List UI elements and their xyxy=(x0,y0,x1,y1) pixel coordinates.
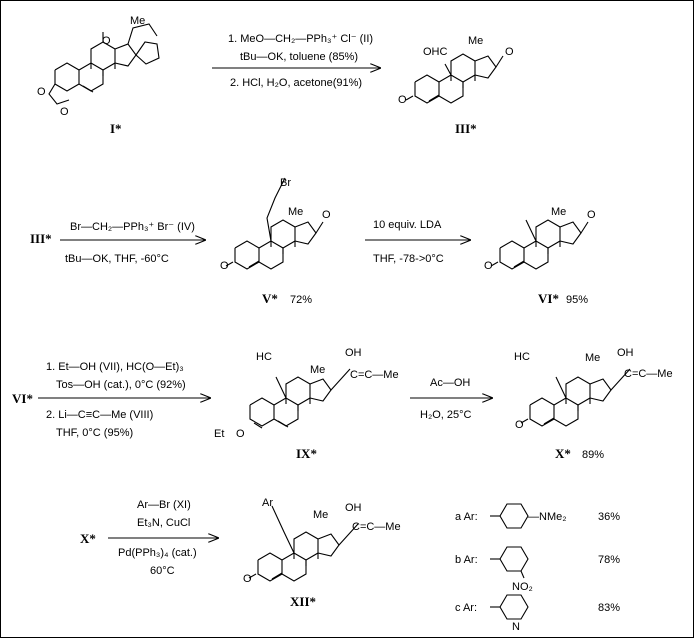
compound-VI-structure xyxy=(490,219,589,270)
compound-XII-label: XII* xyxy=(290,594,316,609)
compound-XII-structure xyxy=(248,505,359,582)
aryl-a-letter: a Ar: xyxy=(455,511,478,523)
step4-reagent-2: Tos—OH (cat.), 0°C (92%) xyxy=(56,379,186,391)
step5-reagent-1: Ac—OH xyxy=(430,377,470,389)
VI-Me-label: Me xyxy=(551,206,566,218)
VI-yield: 95% xyxy=(566,294,588,306)
compound-IX-label: IX* xyxy=(296,446,317,461)
row2-start-label: III* xyxy=(30,231,52,246)
step4-reagent-4: THF, 0°C (95%) xyxy=(56,427,133,439)
V-O-label-1: O xyxy=(322,209,331,221)
aryl-b-letter: b Ar: xyxy=(455,554,478,566)
step6-reagent-2: Et₃N, CuCl xyxy=(137,517,190,529)
V-Br-label: Br xyxy=(280,177,291,189)
aryl-c-ring xyxy=(499,594,529,620)
V-Me-label: Me xyxy=(288,206,303,218)
X-O-label: O xyxy=(515,419,524,431)
aryl-a-yield: 36% xyxy=(598,511,620,523)
IX-Me-label: Me xyxy=(310,364,325,376)
compound-III-structure xyxy=(405,53,504,104)
IX-HC-label: HC xyxy=(256,351,272,363)
XII-O-label: O xyxy=(243,573,252,585)
row4-start-label: X* xyxy=(80,531,96,546)
aryl-b-ring xyxy=(499,546,529,572)
compound-I-label: I* xyxy=(110,121,122,136)
III-OHC-label: OHC xyxy=(423,46,448,58)
VI-O-label-2: O xyxy=(484,260,493,272)
compound-V-label: V* xyxy=(262,291,278,306)
step2-reagent-2: tBu—OK, THF, -60°C xyxy=(65,253,169,265)
XII-Me-label: Me xyxy=(313,509,328,521)
step1-reagent-1: 1. MeO—CH₂—PPh₃⁺ Cl⁻ (II) xyxy=(228,33,373,45)
step3-reagent-1: 10 equiv. LDA xyxy=(373,219,442,231)
compound-V-structure xyxy=(225,177,324,270)
VI-O-label-1: O xyxy=(587,209,596,221)
aryl-b-yield: 78% xyxy=(598,554,620,566)
aryl-c-letter: c Ar: xyxy=(455,602,477,614)
XII-OH-label: OH xyxy=(345,502,362,514)
I-Me-label: Me xyxy=(130,15,145,27)
I-O-label-3: O xyxy=(60,106,69,118)
I-O-label-1: O xyxy=(102,35,111,47)
V-yield: 72% xyxy=(290,294,312,306)
aryl-a-ring xyxy=(499,503,529,529)
XII-CMe-label: C=C—Me xyxy=(352,521,401,533)
step4-reagent-1: 1. Et—OH (VII), HC(O—Et)₃ xyxy=(46,361,184,373)
IX-OH-label: OH xyxy=(345,347,362,359)
I-O-label-2: O xyxy=(37,86,46,98)
step6-reagent-3: Pd(PPh₃)₄ (cat.) xyxy=(118,547,197,559)
step1-reagent-2: tBu—OK, toluene (85%) xyxy=(240,51,358,63)
X-CMe-label: C=C—Me xyxy=(624,368,673,380)
aryl-b-group: NO₂ xyxy=(512,581,533,593)
step2-reagent-1: Br—CH₂—PPh₃⁺ Br⁻ (IV) xyxy=(70,221,195,233)
compound-III-label: III* xyxy=(455,121,477,136)
step5-reagent-2: H₂O, 25°C xyxy=(420,409,472,421)
aryl-table: a Ar: —NMe₂ 36% b Ar: NO₂ 78% c Ar: N 83… xyxy=(455,503,620,633)
aryl-c-group: N xyxy=(512,621,520,633)
compound-X-label: X* xyxy=(555,446,571,461)
row3-start-label: VI* xyxy=(12,391,33,406)
step3-reagent-2: THF, -78->0°C xyxy=(373,253,444,265)
compound-X-structure xyxy=(520,368,631,427)
X-Me-label: Me xyxy=(585,352,600,364)
III-O-label-2: O xyxy=(398,94,407,106)
X-yield: 89% xyxy=(582,449,604,461)
step6-reagent-1: Ar—Br (XI) xyxy=(137,499,191,511)
aryl-a-group: —NMe₂ xyxy=(528,511,567,523)
IX-CMe-label: C=C—Me xyxy=(350,369,399,381)
V-O-label-2: O xyxy=(220,260,229,272)
IX-Et-label: Et xyxy=(214,428,224,440)
step1-reagent-3: 2. HCl, H₂O, acetone(91%) xyxy=(230,77,362,89)
X-OH-label: OH xyxy=(617,347,634,359)
XII-Ar-label: Ar xyxy=(262,497,273,509)
III-O-label-1: O xyxy=(505,46,514,58)
compound-IX-structure xyxy=(249,368,351,429)
IX-O-label: O xyxy=(236,428,245,440)
III-Me-label: Me xyxy=(468,35,483,47)
step4-reagent-3: 2. Li—C≡C—Me (VIII) xyxy=(46,409,153,421)
compound-I-structure xyxy=(48,23,160,105)
compound-VI-label: VI* xyxy=(538,291,559,306)
step6-reagent-4: 60°C xyxy=(150,565,175,577)
aryl-c-yield: 83% xyxy=(598,602,620,614)
X-HC-label: HC xyxy=(514,351,530,363)
